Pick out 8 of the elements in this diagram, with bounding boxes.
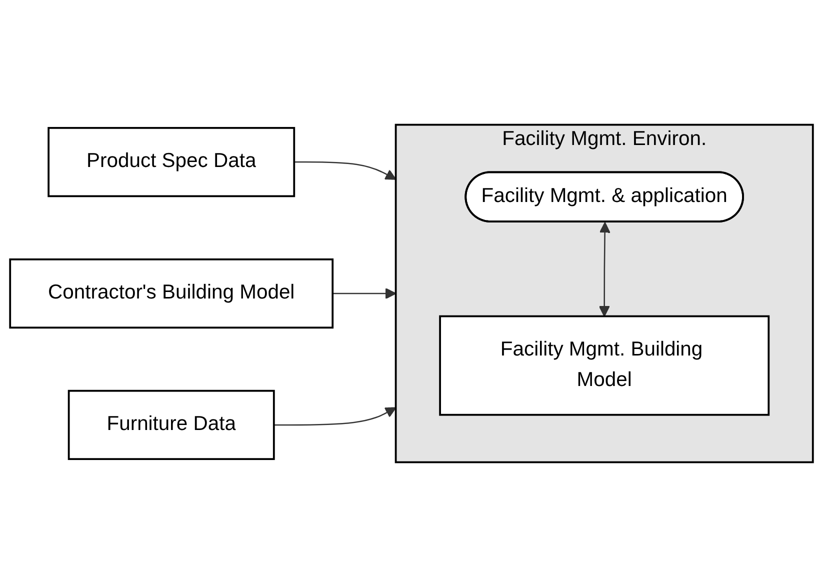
node-box: Facility Mgmt. Building Model <box>439 315 770 416</box>
arrow <box>332 288 396 300</box>
arrow <box>274 407 396 426</box>
node-box: Contractor's Building Model <box>9 258 334 329</box>
node-box: Product Spec Data <box>48 126 296 198</box>
arrow <box>598 222 610 317</box>
arrow <box>294 161 396 180</box>
node-box: Furniture Data <box>68 390 275 460</box>
